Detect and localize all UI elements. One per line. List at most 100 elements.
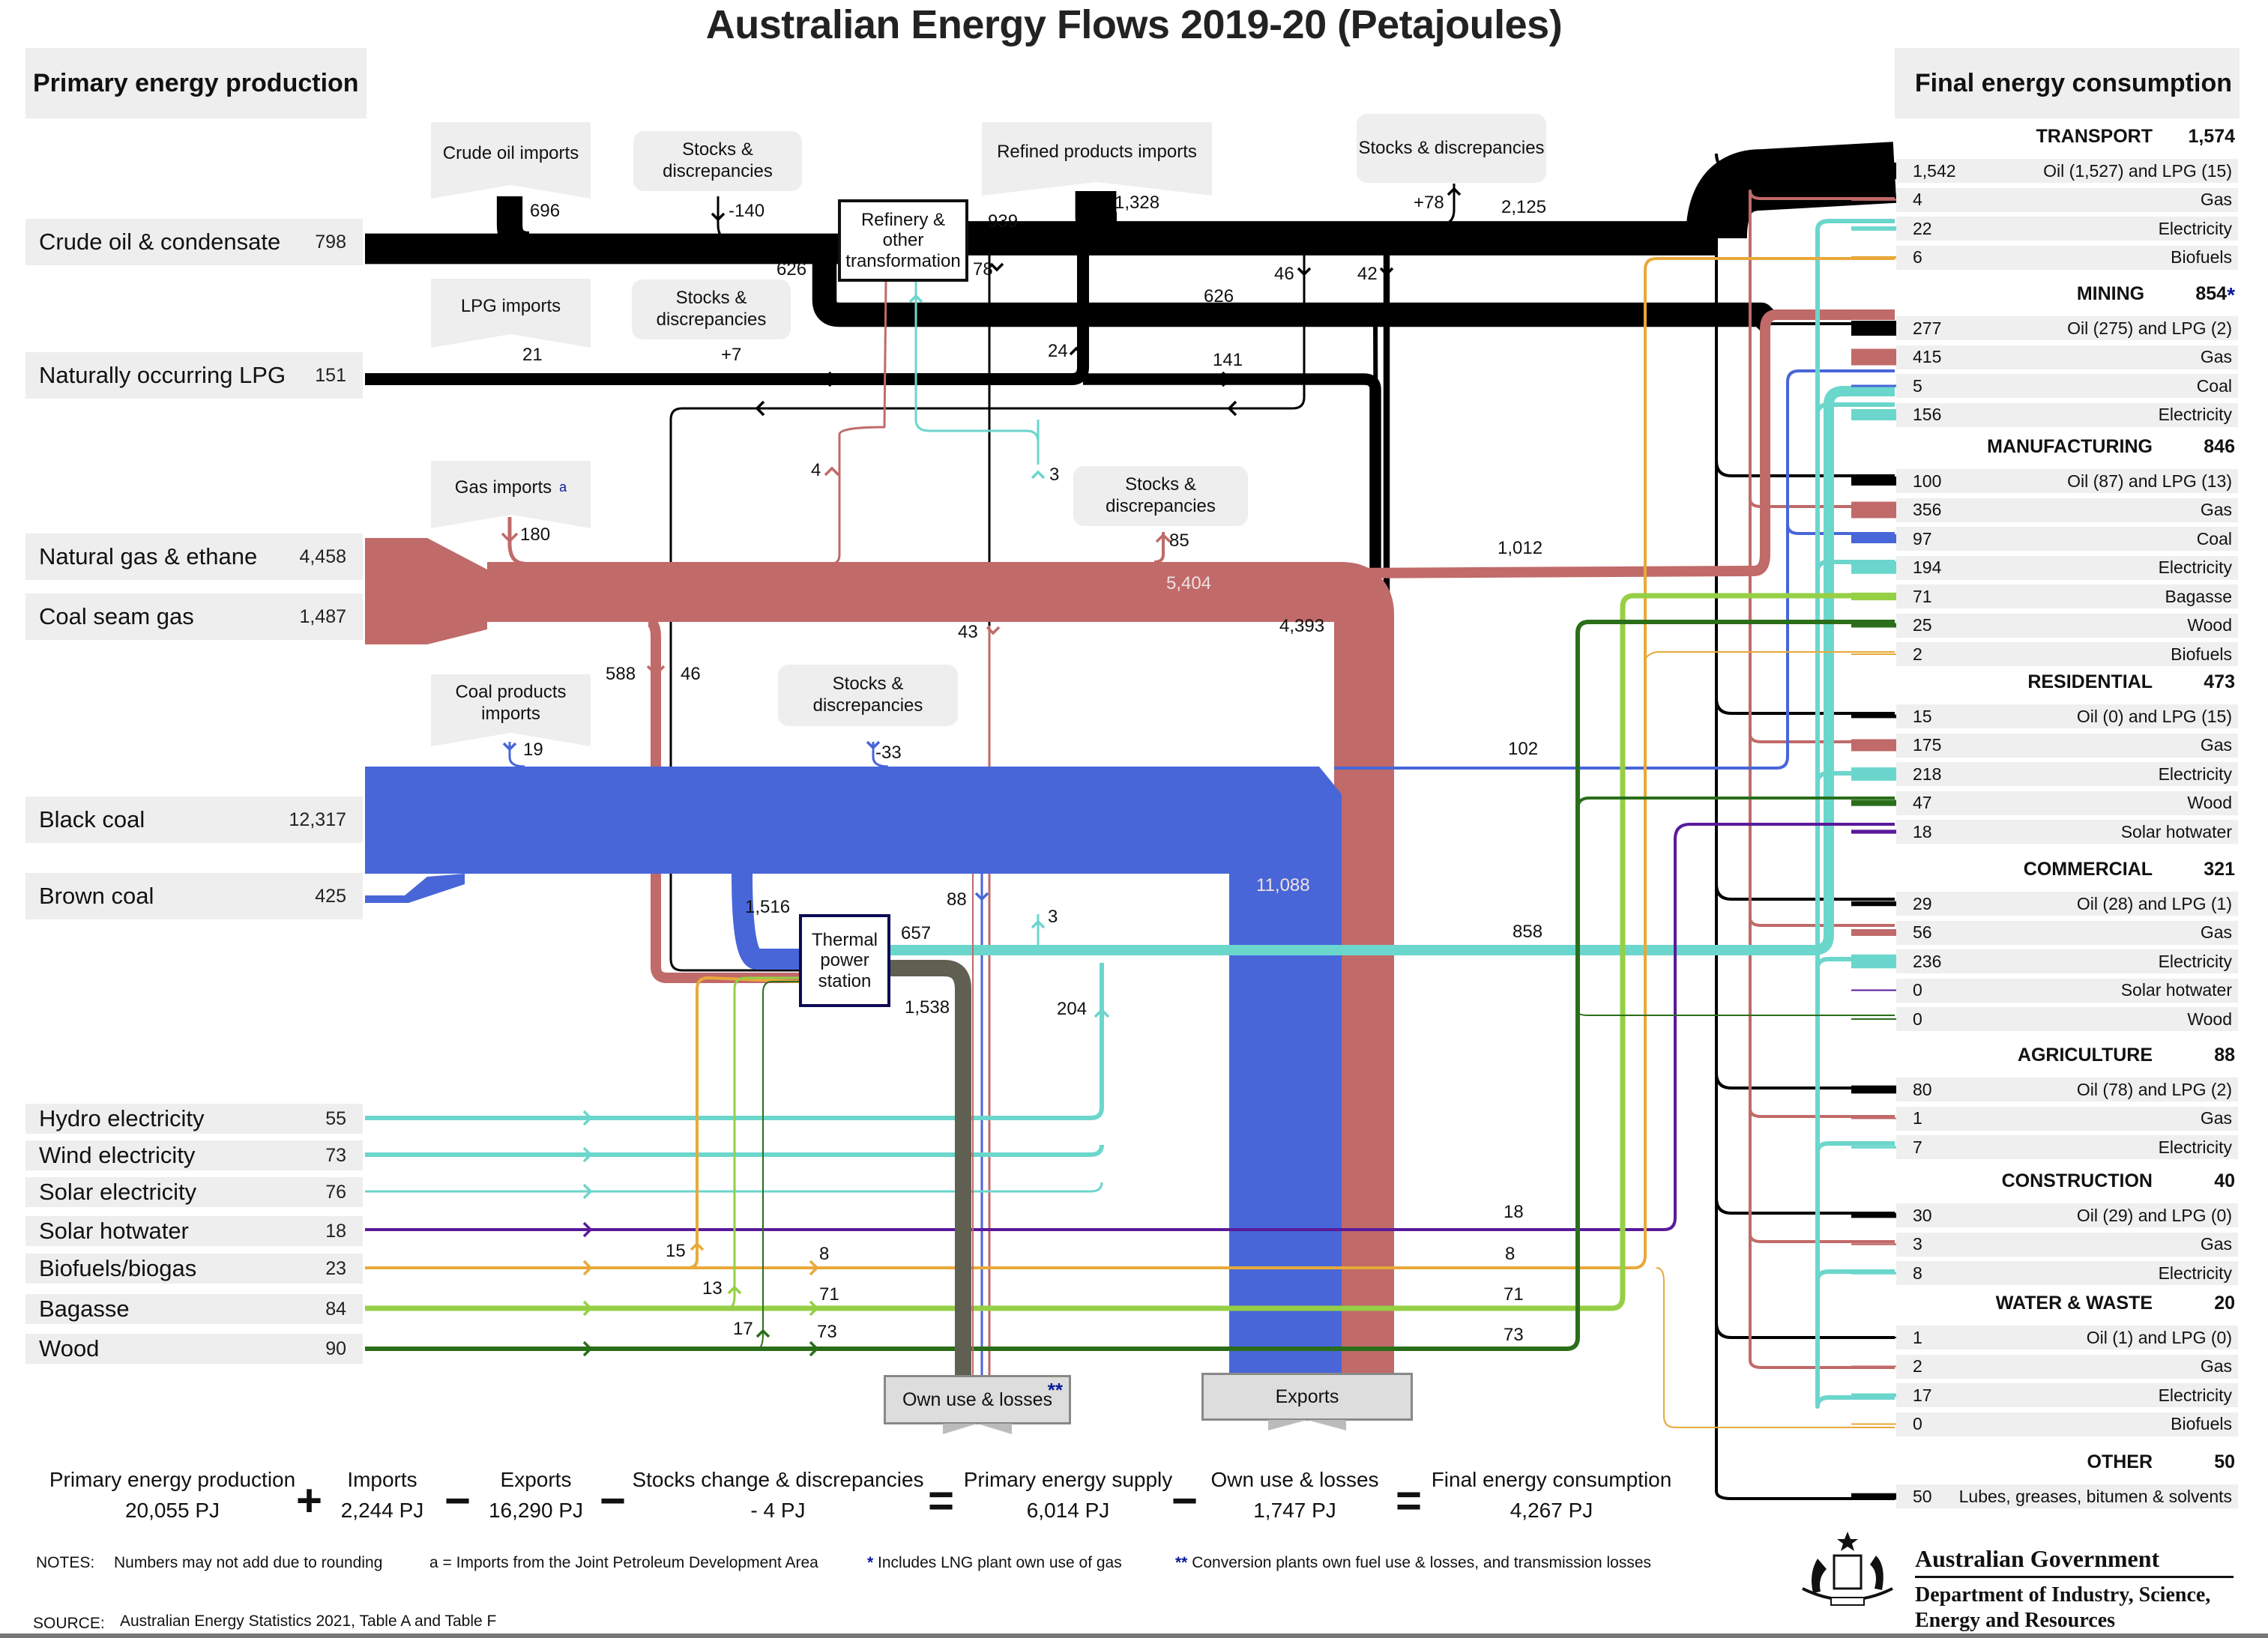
flow-crude-stocks: [717, 196, 735, 243]
flow-value-label: 8: [1505, 1244, 1515, 1264]
eq-value: - 4 PJ: [750, 1498, 806, 1522]
consumption-fuel: Wood: [2187, 1009, 2232, 1029]
consumption-fuel: Coal: [2196, 528, 2232, 548]
sector-name: CONSTRUCTION: [2001, 1170, 2153, 1191]
consumption-value: 356: [1913, 500, 1942, 519]
note-a: a = Imports from the Joint Petroleum Dev…: [429, 1554, 818, 1571]
flow-arrow-icon: [989, 262, 1004, 272]
flow-refined-stocks: [1438, 184, 1456, 226]
eq-own-use: Own use & losses 1,747 PJ: [1203, 1465, 1387, 1526]
own-use-losses-sink: Own use & losses**: [884, 1375, 1071, 1434]
consumption-fuel: Electricity: [2158, 557, 2232, 577]
consumption-fuel: Solar hotwater: [2120, 821, 2232, 841]
consumption-fuel: Gas: [2200, 1234, 2232, 1254]
logo-divider: [1915, 1576, 2234, 1578]
source-label: Crude oil & condensate: [39, 229, 281, 255]
consumption-value: 1: [1913, 1108, 1922, 1128]
flow-coal-final: [1334, 369, 1895, 770]
source-value: 76: [325, 1181, 346, 1203]
eq-label: Primary energy supply: [963, 1468, 1173, 1491]
flow-arrow-icon: [809, 1341, 819, 1357]
flow-value-label: 204: [1057, 999, 1088, 1019]
flow-arrow-icon: [974, 892, 989, 901]
flow-value-label: -140: [729, 201, 765, 221]
eq-label: Own use & losses: [1210, 1468, 1379, 1491]
flow-oil-to-sector: [1715, 460, 1895, 477]
eq-stocks-change: Stocks change & discrepancies - 4 PJ: [628, 1465, 928, 1526]
callout-stocks-refined: Stocks & discrepancies: [1357, 114, 1546, 183]
flow-value-label: 43: [958, 622, 978, 642]
callout-stocks-gas: Stocks & discrepancies: [1073, 466, 1248, 526]
asterisk-mark: *: [867, 1554, 874, 1571]
flow-value-label: 88: [947, 889, 967, 910]
eq-operator-equals: =: [1396, 1475, 1423, 1526]
consumption-value: 71: [1913, 586, 1932, 606]
consumption-value: 5: [1913, 375, 1922, 396]
sector-name: COMMERCIAL: [2023, 859, 2153, 880]
source-value: 73: [325, 1144, 346, 1166]
consumption-fuel: Oil (87) and LPG (13): [2067, 471, 2232, 491]
consumption-value: 2: [1913, 644, 1922, 664]
consumption-fuel: Gas: [2200, 1356, 2232, 1376]
flow-value-label: 71: [819, 1284, 839, 1305]
eq-label: Imports: [347, 1468, 417, 1491]
consumption-value: 50: [1913, 1486, 1932, 1506]
flow-value-label: 939: [988, 211, 1019, 232]
source-value: 90: [325, 1338, 346, 1359]
flow-arrow-icon: [1297, 267, 1312, 276]
sector-name: WATER & WASTE: [1995, 1293, 2153, 1314]
flow-black-coal: [365, 767, 1342, 1375]
source-label: Naturally occurring LPG: [39, 362, 286, 388]
consumption-fuel: Oil (1,527) and LPG (15): [2043, 160, 2232, 181]
consumption-value: 0: [1913, 1414, 1922, 1433]
flow-gas-main: [487, 562, 1394, 1375]
consumption-fuel: Biofuels: [2171, 247, 2232, 267]
flow-arrow-icon: [711, 212, 726, 222]
flow-biofuel-final: [365, 257, 1895, 1269]
sector-total: 40: [2214, 1170, 2235, 1191]
flow-value-label: 42: [1357, 264, 1378, 284]
flow-value-label: 17: [733, 1319, 753, 1339]
flow-wood-to-residential: [1576, 797, 1895, 810]
eq-label: Stocks change & discrepancies: [632, 1468, 924, 1491]
source-value: 425: [315, 885, 346, 907]
consumption-fuel: Wood: [2187, 615, 2232, 635]
asterisk-mark: *: [2227, 283, 2235, 306]
sector-name: RESIDENTIAL: [2027, 671, 2153, 692]
eq-value: 20,055 PJ: [124, 1498, 220, 1522]
flow-arrow-icon: [1227, 400, 1237, 417]
source-value: 23: [325, 1257, 346, 1279]
flow-value-label: 5,404: [1166, 573, 1212, 593]
eq-value: 1,747 PJ: [1253, 1498, 1336, 1522]
consumption-fuel: Gas: [2200, 922, 2232, 942]
flow-coal-stocks: [872, 742, 889, 768]
consumption-fuel: Electricity: [2158, 951, 2232, 971]
consumption-value: 29: [1913, 893, 1932, 913]
consumption-fuel: Oil (78) and LPG (2): [2076, 1079, 2232, 1099]
logo-line-2: Department of Industry, Science,: [1915, 1583, 2211, 1607]
government-logo: Australian Government Department of Indu…: [1915, 1545, 2234, 1633]
flow-arrow-icon: [501, 532, 519, 543]
flow-value-label: 71: [1504, 1284, 1524, 1305]
flow-value-label: 4: [811, 460, 821, 480]
flow-arrow-icon: [582, 1300, 593, 1317]
flow-oil-to-sector: [1715, 1072, 1895, 1090]
source-value: 55: [325, 1107, 346, 1129]
flow-paths: [365, 142, 1897, 1500]
flow-gas-imports: [507, 517, 525, 566]
note-text: Conversion plants own fuel use & losses,…: [1192, 1554, 1652, 1571]
flow-oil-to-sector: [1715, 1197, 1895, 1215]
flow-value-label: 1,012: [1498, 538, 1543, 558]
sector-name: AGRICULTURE: [2017, 1045, 2153, 1066]
flow-value-label: 626: [776, 259, 807, 279]
